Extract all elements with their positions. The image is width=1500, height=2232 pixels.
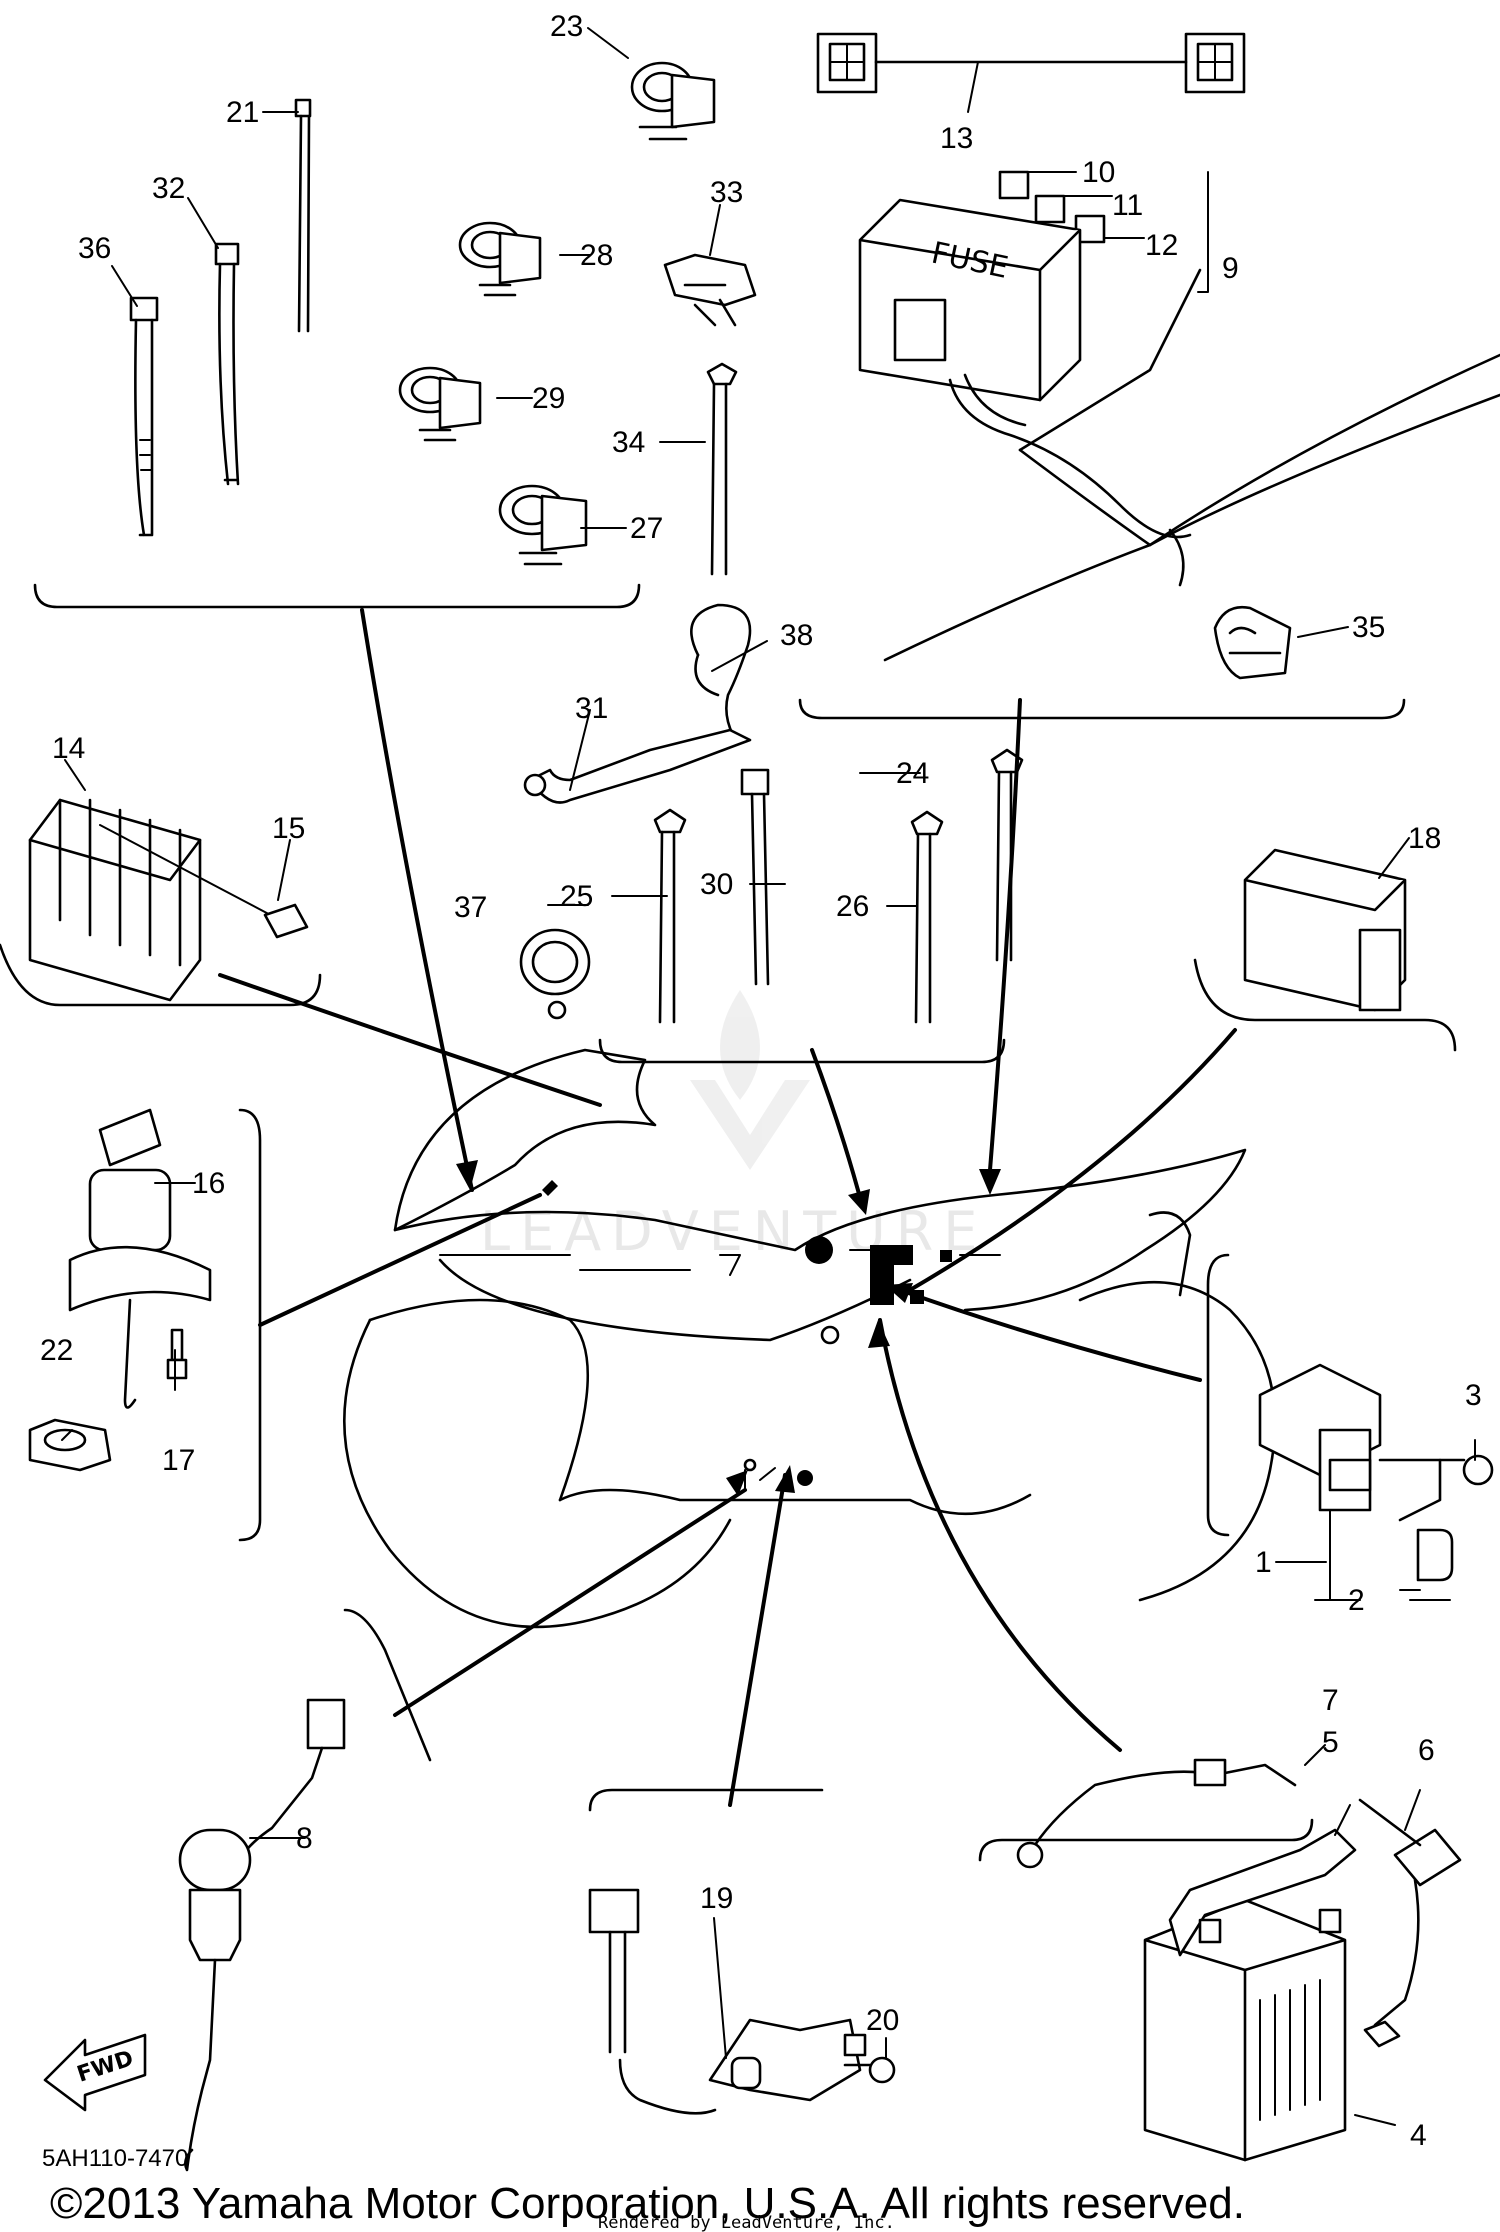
callout-13: 13	[940, 122, 973, 155]
callout-11: 11	[1112, 189, 1143, 222]
module-18	[1193, 848, 1457, 1052]
callout-30: 30	[700, 868, 733, 901]
harness-coupler-13	[816, 32, 1246, 113]
callout-14: 14	[52, 732, 85, 765]
callout-leaders	[61, 27, 1476, 2126]
clamp-29	[398, 366, 482, 442]
callout-numbers: 1 2 3 4 5 6 7 8 9 10 11 12 13 14 15 16 1…	[40, 10, 1482, 2152]
callout-12: 12	[1145, 229, 1178, 262]
tie-and-clamp-group	[33, 61, 757, 609]
callout-35: 35	[1352, 611, 1385, 644]
group-bracket-middle	[598, 1038, 1006, 1064]
callout-5: 5	[1322, 1726, 1339, 1759]
sensor-8	[178, 1608, 432, 2172]
callout-17: 17	[162, 1444, 195, 1477]
clamp-27	[498, 484, 588, 566]
sidestand-switch-19	[588, 1788, 896, 2115]
motorcycle-outline	[343, 1048, 1277, 1629]
battery-4	[978, 1758, 1462, 2162]
connection-arrows	[218, 608, 1237, 1807]
callout-2: 2	[1348, 1584, 1365, 1617]
callout-29: 29	[532, 382, 565, 415]
callout-21: 21	[226, 96, 259, 129]
clamp-22	[28, 1418, 112, 1472]
main-switch-16	[68, 1108, 262, 1542]
clamp-35	[1213, 605, 1292, 680]
rectifier-14	[0, 798, 322, 1007]
group-bracket-top-left	[33, 583, 641, 609]
callout-34: 34	[612, 426, 645, 459]
callout-10: 10	[1082, 156, 1115, 189]
clamp-23	[630, 61, 716, 141]
callout-37: 37	[454, 891, 487, 924]
callout-6: 6	[1418, 1734, 1435, 1767]
callout-26: 26	[836, 890, 869, 923]
starter-relay-1	[1206, 1253, 1494, 1601]
callout-3: 3	[1465, 1379, 1482, 1412]
fuse-box-9: FUSE	[858, 170, 1209, 539]
tie-strip-group	[519, 603, 1024, 1064]
callout-16: 16	[192, 1167, 225, 1200]
callout-4: 4	[1410, 2119, 1427, 2152]
catalog-code: 5AH110-7470	[42, 2145, 188, 2172]
callout-28: 28	[580, 239, 613, 272]
callout-7: 7	[1322, 1684, 1339, 1717]
callout-27: 27	[630, 512, 663, 545]
group-bracket-top-right	[798, 698, 1406, 720]
callout-36: 36	[78, 232, 111, 265]
callout-24: 24	[896, 757, 929, 790]
callout-22: 22	[40, 1334, 73, 1367]
wire-harness	[883, 353, 1500, 662]
callout-31: 31	[575, 692, 608, 725]
callout-9: 9	[1222, 252, 1239, 285]
callout-8: 8	[296, 1822, 313, 1855]
clamp-37	[519, 928, 591, 1020]
callout-18: 18	[1408, 822, 1441, 855]
callout-32: 32	[152, 172, 185, 205]
clamp-28	[458, 221, 542, 297]
callout-1: 1	[1255, 1546, 1272, 1579]
callout-33: 33	[710, 176, 743, 209]
rendered-by-notice: Rendered by LeadVenture, Inc.	[598, 2213, 895, 2232]
callout-15: 15	[272, 812, 305, 845]
callout-25: 25	[560, 880, 593, 913]
copyright-notice: ©2013 Yamaha Motor Corporation, U.S.A. A…	[50, 2179, 1245, 2228]
callout-20: 20	[866, 2004, 899, 2037]
callout-19: 19	[700, 1882, 733, 1915]
callout-38: 38	[780, 619, 813, 652]
callout-23: 23	[550, 10, 583, 43]
clamp-33	[663, 253, 757, 327]
fwd-arrow: FWD	[43, 2033, 147, 2112]
leadventure-watermark: LEADVENTURE	[480, 990, 977, 1263]
